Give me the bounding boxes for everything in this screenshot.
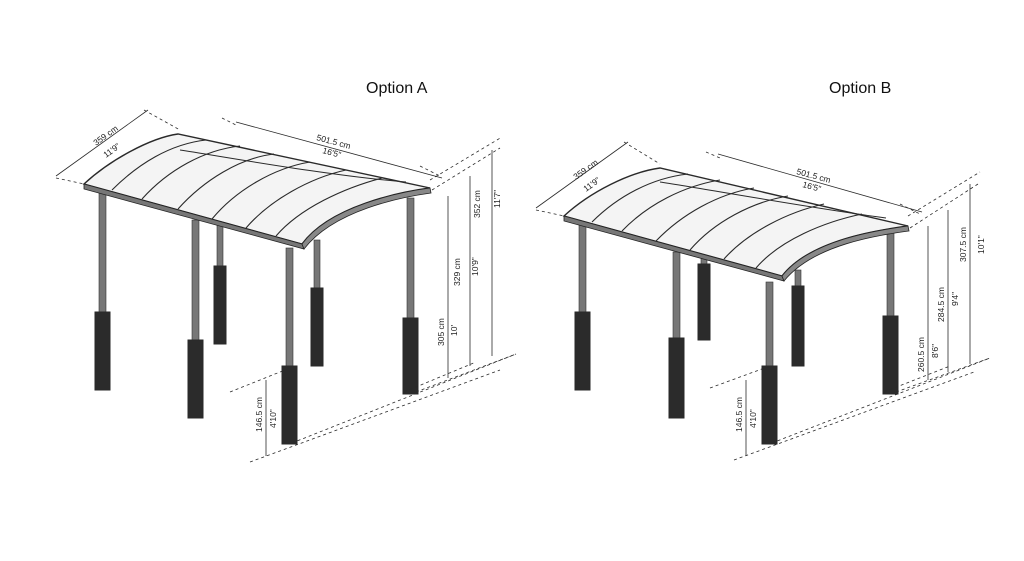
option-b-height-2-cm: 284.5 cm [936, 287, 946, 322]
option-b-carport: 359 cm 11'9" 501.5 cm 16'5" 307.5 cm 10'… [535, 141, 991, 461]
option-b-base-dimension: 146.5 cm 4'10" [734, 380, 758, 456]
option-a-carport: 359 cm 11'9" 501.5 cm 16'5" 352 cm 11'7"… [55, 109, 517, 463]
option-a-base-height-cm: 146.5 cm [254, 397, 264, 432]
option-b-front-posts [574, 223, 899, 445]
option-b-height-1-cm: 307.5 cm [958, 227, 968, 262]
option-b-height-1-ft: 10'1" [976, 235, 986, 254]
option-a-roof [82, 133, 432, 250]
option-a-height-1-cm: 352 cm [472, 190, 482, 218]
option-a-front-posts [94, 191, 419, 445]
option-a-height-1-ft: 11'7" [492, 190, 502, 208]
option-b-title: Option B [829, 80, 892, 97]
option-a-height-dimensions: 352 cm 11'7" 329 cm 10'9" 305 cm 10' [436, 150, 502, 378]
option-a-base-dimension: 146.5 cm 4'10" [254, 380, 278, 456]
option-b-guide-lines [535, 141, 991, 461]
option-a-height-2-ft: 10'9" [470, 257, 480, 276]
option-b-height-dimensions: 307.5 cm 10'1" 284.5 cm 9'4" 260.5 cm 8'… [916, 184, 986, 380]
option-a-width-ft: 11'9" [101, 141, 122, 160]
option-a-height-2-cm: 329 cm [452, 258, 462, 286]
option-b-height-3-cm: 260.5 cm [916, 337, 926, 372]
option-b-height-3-ft: 8'6" [930, 344, 940, 358]
option-b-roof [562, 167, 910, 282]
option-b-back-posts [697, 253, 805, 367]
option-a-base-height-ft: 4'10" [268, 409, 278, 428]
option-a-height-3-cm: 305 cm [436, 318, 446, 346]
option-b-height-2-ft: 9'4" [950, 292, 960, 306]
option-a-length-ft: 16'5" [321, 145, 342, 160]
option-a-back-posts [213, 221, 324, 367]
option-a-guide-lines [55, 109, 517, 463]
option-a-title: Option A [366, 80, 428, 97]
option-b-base-height-cm: 146.5 cm [734, 397, 744, 432]
option-a-height-3-ft: 10' [449, 325, 459, 336]
option-b-base-height-ft: 4'10" [748, 409, 758, 428]
option-a-length-dimension: 501.5 cm 16'5" [235, 121, 443, 179]
option-b-length-ft: 16'5" [801, 179, 822, 194]
